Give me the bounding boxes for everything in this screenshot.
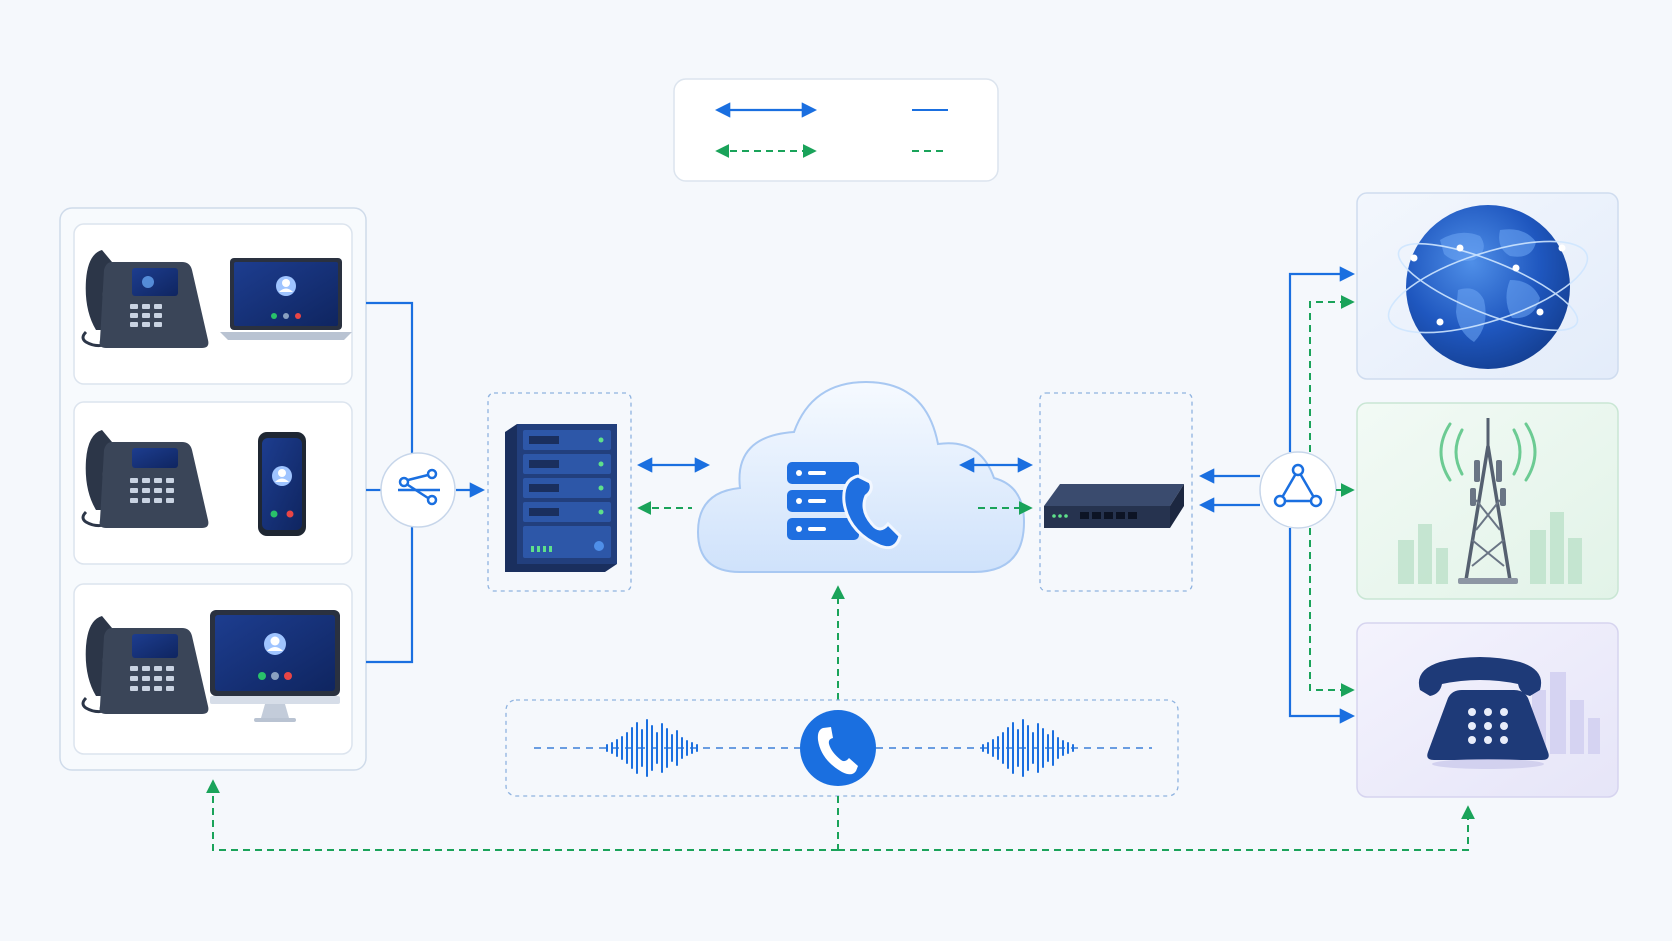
destination-cellular[interactable] <box>1356 402 1619 600</box>
stream-to-endpoints-link <box>206 779 838 851</box>
laptop-icon <box>220 258 352 340</box>
destination-internet[interactable] <box>1356 192 1619 380</box>
hub-landline-solid-link <box>1288 528 1356 724</box>
endpoints-panel <box>59 207 367 771</box>
hub-landline-dashed-link <box>1309 528 1355 697</box>
audio-waveform-left <box>606 719 698 777</box>
monitor-icon <box>210 610 340 722</box>
cloud-pbx-icon[interactable] <box>696 380 1026 573</box>
city-skyline <box>1398 512 1582 584</box>
smartphone-icon <box>258 432 306 536</box>
switch-hub-icon[interactable] <box>380 452 456 528</box>
audio-waveform-right <box>982 719 1074 777</box>
call-stream-panel <box>505 699 1179 797</box>
phone-call-icon[interactable] <box>800 710 876 786</box>
gateway-router-node[interactable] <box>1039 392 1193 592</box>
globe-internet-icon <box>1387 205 1589 369</box>
hub-globe-dashed-link <box>1309 295 1355 452</box>
destination-pstn[interactable] <box>1356 622 1619 798</box>
legend <box>673 78 999 182</box>
endpoint-group-2[interactable] <box>73 401 353 565</box>
hub-globe-solid-link <box>1288 266 1356 452</box>
network-hub-icon[interactable] <box>1259 451 1337 529</box>
endpoint-group-3[interactable] <box>73 583 353 755</box>
landline-phone-icon <box>1418 657 1549 769</box>
desk-phone-icon <box>81 616 209 714</box>
desk-phone-icon <box>81 250 209 348</box>
desk-phone-icon <box>81 430 209 528</box>
cell-tower-icon <box>1439 418 1537 584</box>
server-rack-icon <box>505 424 617 572</box>
server-rack-node[interactable] <box>487 392 632 592</box>
gateway-router-icon <box>1044 484 1184 528</box>
endpoint-group-1[interactable] <box>73 223 353 385</box>
stream-to-pstn-link <box>838 805 1475 851</box>
